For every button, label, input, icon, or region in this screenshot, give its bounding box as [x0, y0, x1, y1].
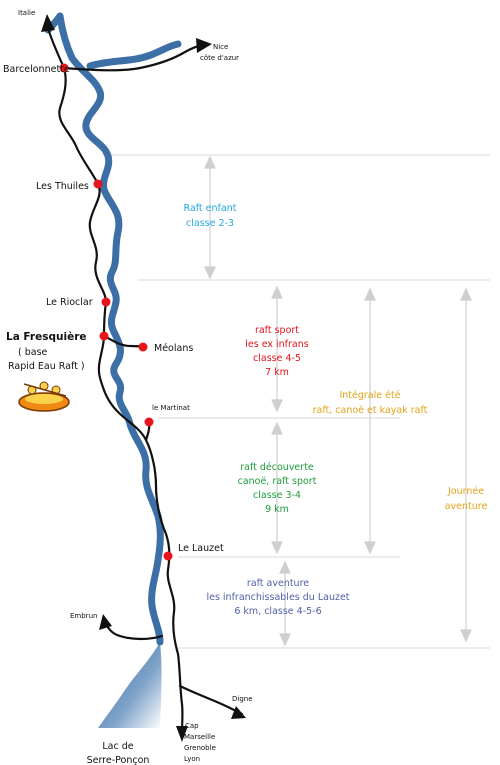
label-la-fresquiere: La Fresquière — [6, 331, 87, 343]
arrowhead-digne — [231, 706, 246, 719]
arrow-raft-decouverte — [271, 421, 283, 555]
aventure-line: les infranchissables du Lauzet — [206, 592, 349, 603]
dot-la-fresquiere[interactable] — [99, 331, 109, 341]
decouverte-line: classe 3-4 — [253, 490, 301, 501]
raft-boat-icon — [18, 381, 70, 412]
label-serre-poncon: Serre-Ponçon — [87, 755, 150, 765]
arrowhead-embrun — [99, 614, 112, 630]
label-le-rioclar: Le Rioclar — [46, 297, 93, 308]
section-arrows — [204, 155, 472, 647]
roads — [46, 26, 244, 734]
dot-barcelonnette[interactable] — [59, 63, 69, 73]
dot-les-thuiles[interactable] — [93, 179, 103, 189]
arrow-raft-sport — [271, 285, 283, 413]
label-le-lauzet: Le Lauzet — [178, 543, 224, 554]
decouverte-line: raft découverte — [240, 462, 314, 473]
label-lyon: Lyon — [184, 755, 200, 763]
journee-line: Journée — [447, 486, 484, 497]
label-cote-azur: côte d'azur — [200, 54, 239, 62]
road-nice — [62, 43, 204, 72]
dot-le-martinat[interactable] — [144, 417, 154, 427]
label-fresquiere-base: ( base — [18, 347, 48, 358]
label-italie: Italie — [18, 9, 35, 17]
decouverte-line: 9 km — [265, 504, 289, 515]
arrow-integrale — [364, 287, 376, 555]
raft-sport-line: classe 4-5 — [253, 353, 301, 364]
section-raft-decouverte: raft découverte canoë, raft sport classe… — [238, 462, 317, 515]
label-grenoble: Grenoble — [184, 744, 216, 752]
decouverte-line: canoë, raft sport — [238, 476, 317, 487]
road-arrowheads — [41, 14, 246, 742]
dot-le-lauzet[interactable] — [163, 551, 173, 561]
section-integrale: Intégrale été raft, canoë et kayak raft — [313, 390, 428, 416]
label-les-thuiles: Les Thuiles — [36, 181, 89, 192]
label-cap: Cap — [185, 722, 199, 730]
label-marseille: Marseille — [184, 733, 215, 741]
arrowhead-nice — [196, 38, 212, 53]
label-lac-de: Lac de — [102, 741, 133, 752]
journee-line: aventure — [445, 501, 488, 512]
integrale-line: raft, canoë et kayak raft — [313, 405, 428, 416]
label-le-martinat: le Martinat — [152, 404, 190, 412]
label-nice: Nice — [213, 43, 228, 51]
arrow-raft-enfant — [204, 155, 216, 280]
aventure-line: 6 km, classe 4-5-6 — [234, 606, 321, 617]
section-guide-lines — [102, 154, 490, 649]
integrale-line: Intégrale été — [339, 390, 400, 401]
road-embrun — [104, 622, 164, 641]
label-embrun: Embrun — [70, 612, 97, 620]
label-barcelonnette: Barcelonnette — [3, 64, 70, 75]
aventure-line: raft aventure — [247, 578, 309, 589]
label-fresquiere-rapid-eau-raft: Rapid Eau Raft ) — [8, 361, 85, 372]
label-meolans: Méolans — [154, 343, 193, 354]
arrowhead-south — [176, 726, 188, 742]
section-raft-sport: raft sport les ex infrans classe 4-5 7 k… — [245, 325, 309, 378]
raft-sport-line: raft sport — [255, 325, 299, 336]
river-ubaye — [44, 12, 182, 646]
section-journee: Journée aventure — [445, 486, 488, 512]
arrow-journee — [460, 287, 472, 643]
road-meolans — [102, 334, 145, 349]
raft-sport-line: les ex infrans — [245, 339, 309, 350]
raft-sport-line: 7 km — [265, 367, 289, 378]
town-dots — [59, 63, 173, 561]
dot-le-rioclar[interactable] — [101, 297, 111, 307]
arrowhead-italie — [41, 14, 55, 32]
section-raft-aventure: raft aventure les infranchissables du La… — [206, 578, 349, 617]
section-raft-enfant: Raft enfant classe 2-3 — [184, 203, 237, 229]
dot-meolans[interactable] — [138, 342, 148, 352]
label-digne: Digne — [232, 695, 253, 703]
lake-serre-poncon — [98, 642, 162, 728]
raft-enfant-line: Raft enfant — [184, 203, 237, 214]
arrow-raft-aventure — [279, 560, 291, 647]
raft-enfant-line: classe 2-3 — [186, 218, 234, 229]
